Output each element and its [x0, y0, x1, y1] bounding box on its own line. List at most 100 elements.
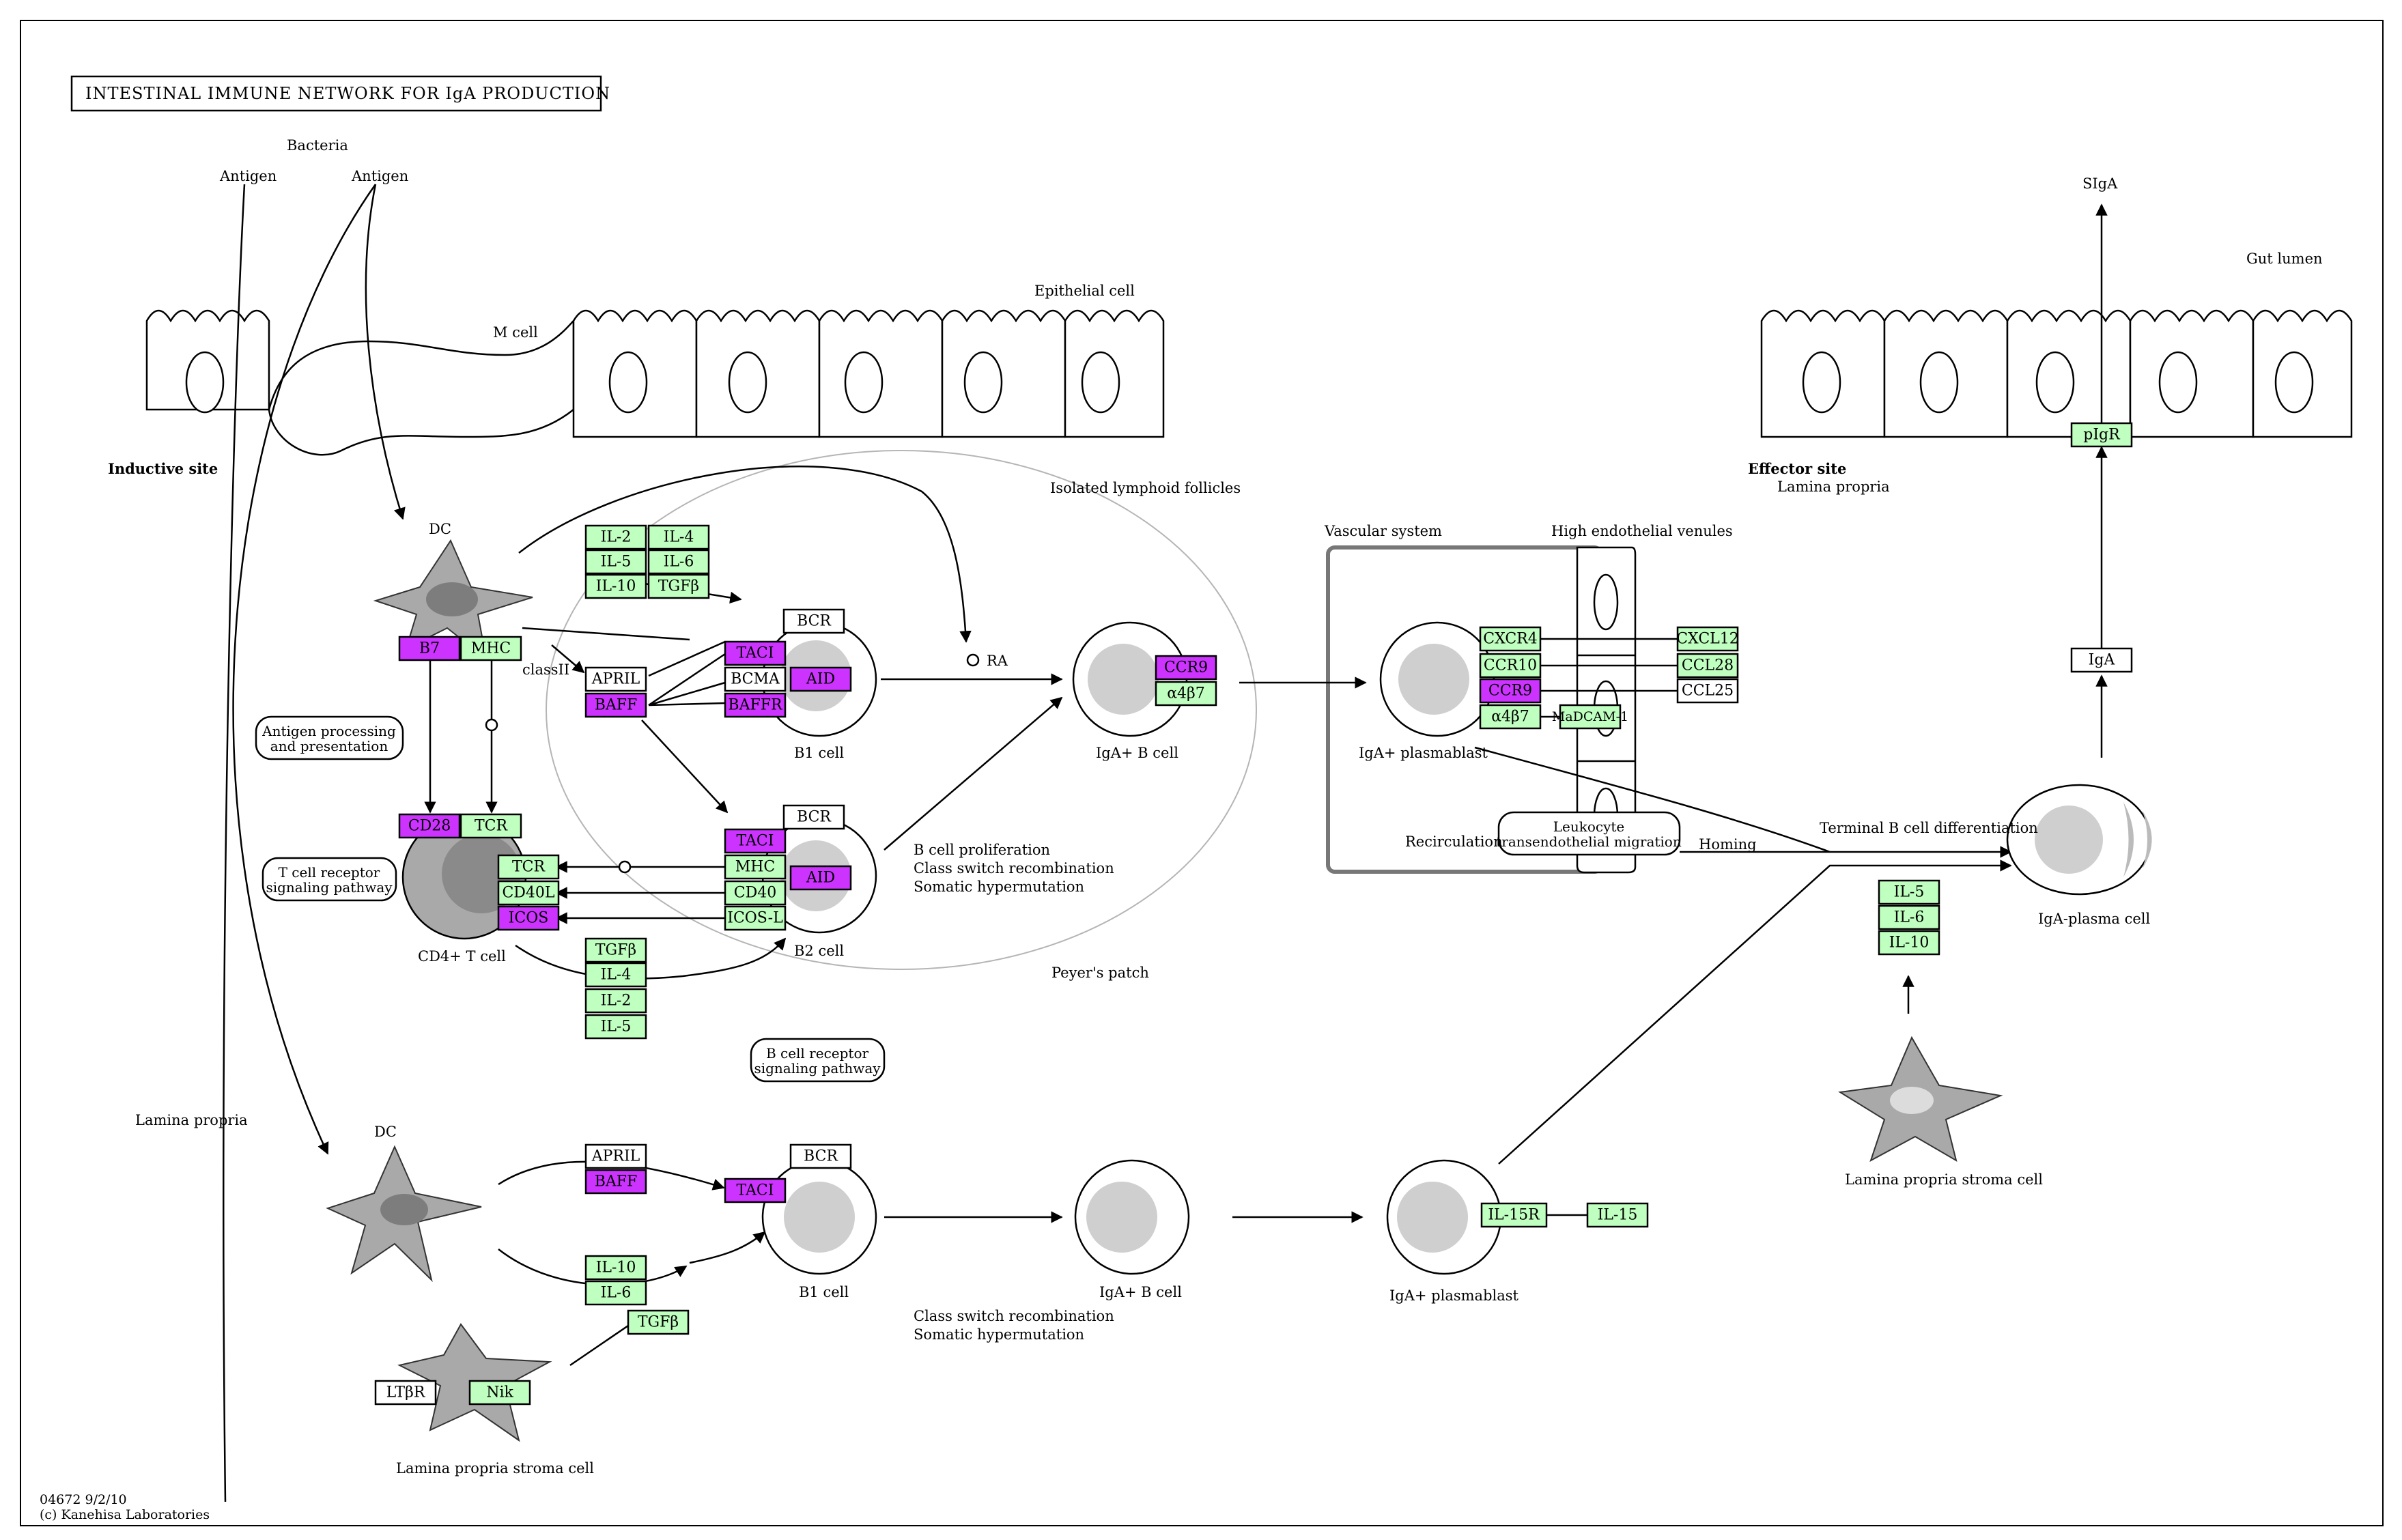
svg-text:BAFFR: BAFFR	[728, 697, 783, 714]
svg-text:TGFβ: TGFβ	[595, 942, 636, 959]
svg-text:TCR: TCR	[475, 818, 509, 835]
gene-il10-a[interactable]: IL-10	[584, 573, 647, 599]
gene-a4b7-b[interactable]: α4β7	[1479, 704, 1542, 730]
gene-il4-b[interactable]: IL-4	[584, 962, 647, 988]
gene-tcr-top[interactable]: TCR	[460, 813, 522, 839]
svg-text:IL-10: IL-10	[596, 578, 636, 595]
gene-madcam1[interactable]: MaDCAM-1	[1552, 704, 1628, 730]
svg-text:Leukocyte: Leukocyte	[1553, 818, 1625, 835]
gene-tgfb-b[interactable]: TGFβ	[584, 937, 647, 963]
isolated-follicle-region	[546, 450, 1257, 970]
lp-stroma-right	[1838, 1036, 2003, 1163]
gene-tcr[interactable]: TCR	[497, 854, 560, 880]
gene-cd40[interactable]: CD40	[724, 880, 787, 906]
gene-il2-b[interactable]: IL-2	[584, 988, 647, 1014]
svg-text:α4β7: α4β7	[1167, 685, 1205, 702]
gene-ccr9-a[interactable]: CCR9	[1155, 655, 1217, 681]
gene-baffr[interactable]: BAFFR	[724, 692, 787, 718]
gene-baff-c[interactable]: BAFF	[584, 1169, 647, 1195]
gene-baff-a[interactable]: BAFF	[584, 692, 647, 718]
svg-text:ICOS-L: ICOS-L	[727, 910, 783, 927]
label-iga-plasma-cell: IgA-plasma cell	[2038, 911, 2150, 927]
gene-icos[interactable]: ICOS	[497, 905, 560, 931]
iga-plasmablast-top	[1379, 621, 1495, 737]
gene-bcr-c[interactable]: BCR	[789, 1143, 852, 1169]
gene-il10-c[interactable]: IL-10	[584, 1255, 647, 1281]
gene-tgfb-a[interactable]: TGFβ	[647, 573, 710, 599]
label-classII: classII	[522, 661, 569, 678]
label-cd4-t-cell: CD4+ T cell	[418, 948, 506, 965]
gene-taci-b[interactable]: TACI	[724, 828, 787, 854]
gene-pigr[interactable]: pIgR	[2070, 422, 2133, 448]
pathway-edges	[223, 184, 2108, 1502]
gene-iga[interactable]: IgA	[2070, 647, 2133, 673]
label-antigen-1: Antigen	[219, 168, 277, 184]
svg-text:ICOS: ICOS	[509, 910, 549, 927]
svg-text:IL-5: IL-5	[601, 1018, 632, 1036]
label-b2-cell: B2 cell	[794, 943, 844, 959]
gene-ccl25[interactable]: CCL25	[1676, 678, 1739, 704]
gene-ccl28[interactable]: CCL28	[1676, 653, 1739, 679]
gene-il2-a[interactable]: IL-2	[584, 524, 647, 550]
gene-bcr-b[interactable]: BCR	[782, 804, 845, 830]
dc-top	[373, 539, 533, 661]
svg-text:MHC: MHC	[735, 859, 776, 876]
svg-text:signaling pathway: signaling pathway	[266, 879, 393, 896]
label-csr-1: Class switch recombination	[914, 1308, 1114, 1324]
svg-text:MaDCAM-1: MaDCAM-1	[1552, 709, 1628, 724]
pathway-bcr-signaling[interactable]: B cell receptor signaling pathway	[750, 1038, 886, 1083]
gene-cd40l[interactable]: CD40L	[497, 880, 560, 906]
label-homing: Homing	[1699, 836, 1757, 853]
gene-il15r[interactable]: IL-15R	[1480, 1202, 1548, 1228]
svg-text:pIgR: pIgR	[2083, 427, 2121, 444]
pathway-antigen-processing[interactable]: Antigen processing and presentation	[255, 715, 404, 760]
gene-a4b7-a[interactable]: α4β7	[1155, 681, 1217, 707]
svg-text:IL-2: IL-2	[601, 993, 632, 1010]
gene-april-a[interactable]: APRIL	[584, 666, 647, 692]
pathway-tcr-signaling[interactable]: T cell receptor signaling pathway	[262, 857, 397, 902]
gene-mhc-b[interactable]: MHC	[724, 854, 787, 880]
gene-taci-a[interactable]: TACI	[724, 640, 787, 666]
gene-il4-a[interactable]: IL-4	[647, 524, 710, 550]
gene-tgfb-c[interactable]: TGFβ	[627, 1309, 690, 1335]
gene-ccr9-b[interactable]: CCR9	[1479, 678, 1542, 704]
gene-cd28[interactable]: CD28	[398, 813, 461, 839]
gene-il6-r[interactable]: IL-6	[1878, 904, 1940, 930]
gene-il10-r[interactable]: IL-10	[1878, 930, 1940, 956]
label-recirculation: Recirculation	[1405, 833, 1503, 850]
gene-aid-a[interactable]: AID	[789, 666, 852, 692]
gene-mhc-dc[interactable]: MHC	[460, 636, 522, 661]
gene-b7[interactable]: B7	[398, 636, 461, 661]
gene-il6-a[interactable]: IL-6	[647, 549, 710, 575]
gene-ccr10[interactable]: CCR10	[1479, 653, 1542, 679]
gene-icosl[interactable]: ICOS-L	[724, 905, 787, 931]
gene-il6-c[interactable]: IL-6	[584, 1280, 647, 1306]
svg-text:APRIL: APRIL	[591, 671, 640, 688]
title-box: INTESTINAL IMMUNE NETWORK FOR IgA PRODUC…	[70, 75, 610, 112]
gene-april-c[interactable]: APRIL	[584, 1143, 647, 1169]
gene-il5-a[interactable]: IL-5	[584, 549, 647, 575]
svg-text:Antigen processing: Antigen processing	[262, 723, 396, 739]
pathway-leukocyte-migration[interactable]: Leukocyte transendothelial migration	[1496, 811, 1682, 856]
label-iga-plasmablast-bottom: IgA+ plasmablast	[1389, 1287, 1519, 1304]
gene-bcma[interactable]: BCMA	[724, 666, 787, 692]
svg-text:BCR: BCR	[797, 809, 832, 826]
label-gut-lumen: Gut lumen	[2246, 251, 2323, 267]
gene-cxcr4[interactable]: CXCR4	[1479, 626, 1542, 652]
gene-il5-b[interactable]: IL-5	[584, 1014, 647, 1040]
gene-bcr-a[interactable]: BCR	[782, 608, 845, 634]
gene-cxcl12[interactable]: CXCL12	[1676, 626, 1739, 652]
iga-b-cell-bottom	[1074, 1159, 1190, 1275]
gene-aid-b[interactable]: AID	[789, 865, 852, 891]
label-dc-top: DC	[429, 521, 451, 537]
gene-il5-r[interactable]: IL-5	[1878, 879, 1940, 905]
label-b-prolif-3: Somatic hypermutation	[914, 879, 1084, 895]
gene-ltbr[interactable]: LTβR	[374, 1380, 437, 1406]
gene-nik[interactable]: Nik	[468, 1380, 531, 1406]
gene-il15[interactable]: IL-15	[1586, 1202, 1649, 1228]
svg-text:T cell receptor: T cell receptor	[279, 864, 380, 881]
label-isolated-follicles: Isolated lymphoid follicles	[1050, 480, 1241, 496]
gene-taci-c[interactable]: TACI	[724, 1178, 787, 1203]
svg-text:B cell receptor: B cell receptor	[766, 1045, 869, 1061]
svg-text:transendothelial migration: transendothelial migration	[1496, 833, 1682, 850]
